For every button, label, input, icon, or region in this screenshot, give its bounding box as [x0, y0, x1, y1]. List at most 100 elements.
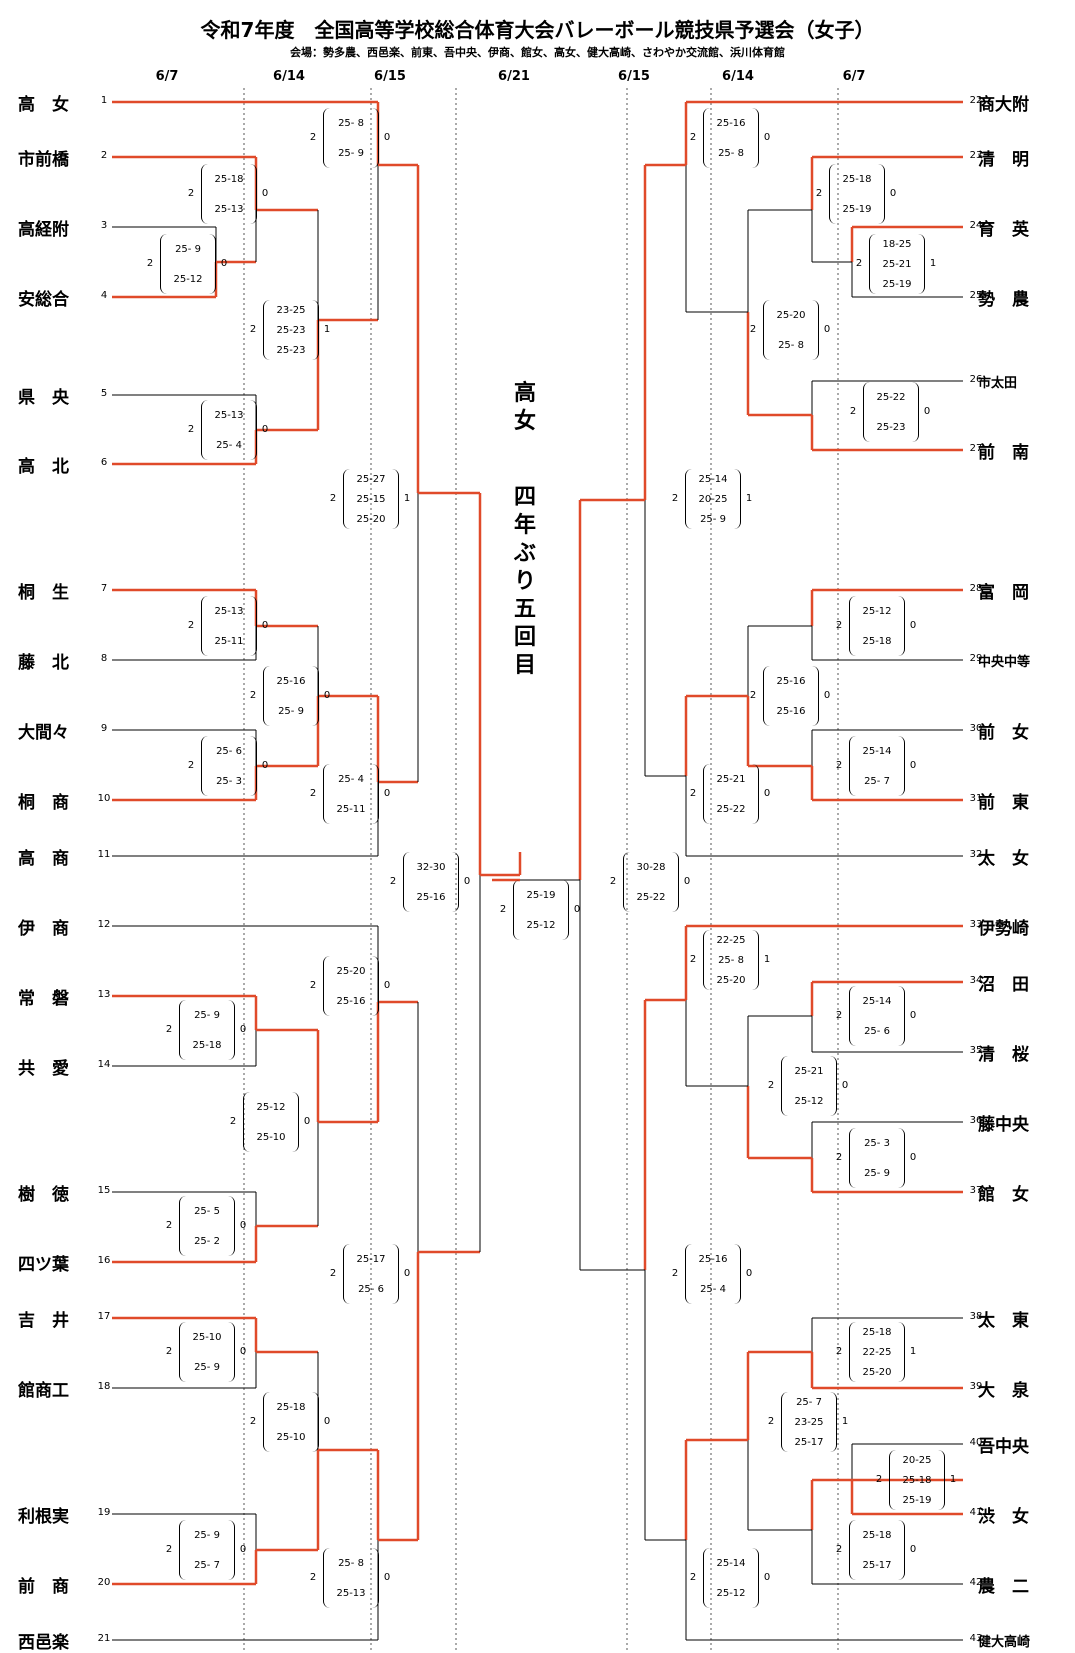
game-score: 25-16 — [776, 675, 806, 687]
team-name: 農 二 — [978, 1577, 1029, 1597]
sets-won: 2 — [309, 1572, 317, 1583]
team-number: 24 — [969, 220, 983, 231]
sets-won: 2 — [187, 620, 195, 631]
sets-lost: 0 — [923, 406, 931, 417]
team-number: 17 — [97, 1311, 111, 1322]
game-score: 25-21 — [794, 1065, 824, 1077]
sets-lost: 0 — [823, 690, 831, 701]
team-number: 1 — [100, 95, 108, 106]
team-number: 42 — [969, 1577, 983, 1588]
sets-won: 2 — [165, 1544, 173, 1555]
sets-won: 2 — [165, 1024, 173, 1035]
game-score: 25-16 — [776, 705, 806, 717]
team-name: 大 泉 — [978, 1381, 1029, 1401]
team-name: 伊 商 — [18, 919, 69, 939]
sets-lost: 0 — [573, 904, 581, 915]
game-score: 25- 6 — [358, 1283, 384, 1295]
team-number: 39 — [969, 1381, 983, 1392]
sets-lost: 0 — [909, 1010, 917, 1021]
game-score: 25- 5 — [194, 1205, 220, 1217]
team-number: 5 — [100, 388, 108, 399]
team-number: 19 — [97, 1507, 111, 1518]
sets-lost: 0 — [261, 760, 269, 771]
game-score: 22-25 — [716, 934, 746, 946]
team-number: 14 — [97, 1059, 111, 1070]
team-name: 育 英 — [978, 220, 1029, 240]
team-name: 大間々 — [18, 723, 69, 743]
team-number: 33 — [969, 919, 983, 930]
team-name: 高 北 — [18, 457, 69, 477]
team-number: 2 — [100, 150, 108, 161]
sets-lost: 1 — [763, 954, 771, 965]
game-score: 25-16 — [276, 675, 306, 687]
sets-lost: 0 — [763, 132, 771, 143]
game-score: 25-13 — [214, 409, 244, 421]
team-number: 13 — [97, 989, 111, 1000]
sets-lost: 0 — [261, 620, 269, 631]
team-number: 36 — [969, 1115, 983, 1126]
game-score: 25-10 — [192, 1331, 222, 1343]
sets-won: 2 — [849, 406, 857, 417]
sets-won: 2 — [671, 1268, 679, 1279]
sets-won: 2 — [749, 690, 757, 701]
sets-won: 2 — [671, 493, 679, 504]
game-score: 30-28 — [636, 861, 666, 873]
game-score: 25- 4 — [216, 439, 242, 451]
game-score: 25- 3 — [864, 1137, 890, 1149]
team-number: 3 — [100, 220, 108, 231]
match-score: 2 25-16 25-16 0 — [746, 666, 834, 726]
team-name: 中央中等 — [978, 655, 1031, 670]
team-name: 前 商 — [18, 1577, 69, 1597]
game-score: 25-18 — [862, 1326, 892, 1338]
team-name: 西邑楽 — [18, 1633, 69, 1653]
sets-won: 2 — [249, 690, 257, 701]
game-score: 25-19 — [902, 1494, 932, 1506]
team-number: 26 — [969, 374, 983, 385]
team-number: 30 — [969, 723, 983, 734]
sets-won: 2 — [835, 760, 843, 771]
game-score: 25-12 — [173, 273, 203, 285]
sets-won: 2 — [767, 1416, 775, 1427]
game-score: 25-20 — [862, 1366, 892, 1378]
sets-lost: 0 — [909, 760, 917, 771]
game-score: 25-14 — [716, 1557, 746, 1569]
game-score: 25-10 — [256, 1131, 286, 1143]
team-number: 20 — [97, 1577, 111, 1588]
team-name: 沼 田 — [978, 975, 1029, 995]
sets-lost: 0 — [261, 424, 269, 435]
sets-lost: 1 — [929, 258, 937, 269]
game-score: 25-16 — [336, 995, 366, 1007]
team-name: 富 岡 — [978, 583, 1029, 603]
game-score: 25-11 — [214, 635, 244, 647]
sets-lost: 0 — [841, 1080, 849, 1091]
sets-lost: 0 — [239, 1544, 247, 1555]
team-number: 6 — [100, 457, 108, 468]
game-score: 25-23 — [876, 421, 906, 433]
game-scores: 25-13 25- 4 — [201, 400, 257, 460]
sets-won: 2 — [165, 1346, 173, 1357]
champion-note: 四年ぶり五回目 — [513, 485, 536, 678]
date-left-round1: 6/7 — [155, 69, 179, 84]
